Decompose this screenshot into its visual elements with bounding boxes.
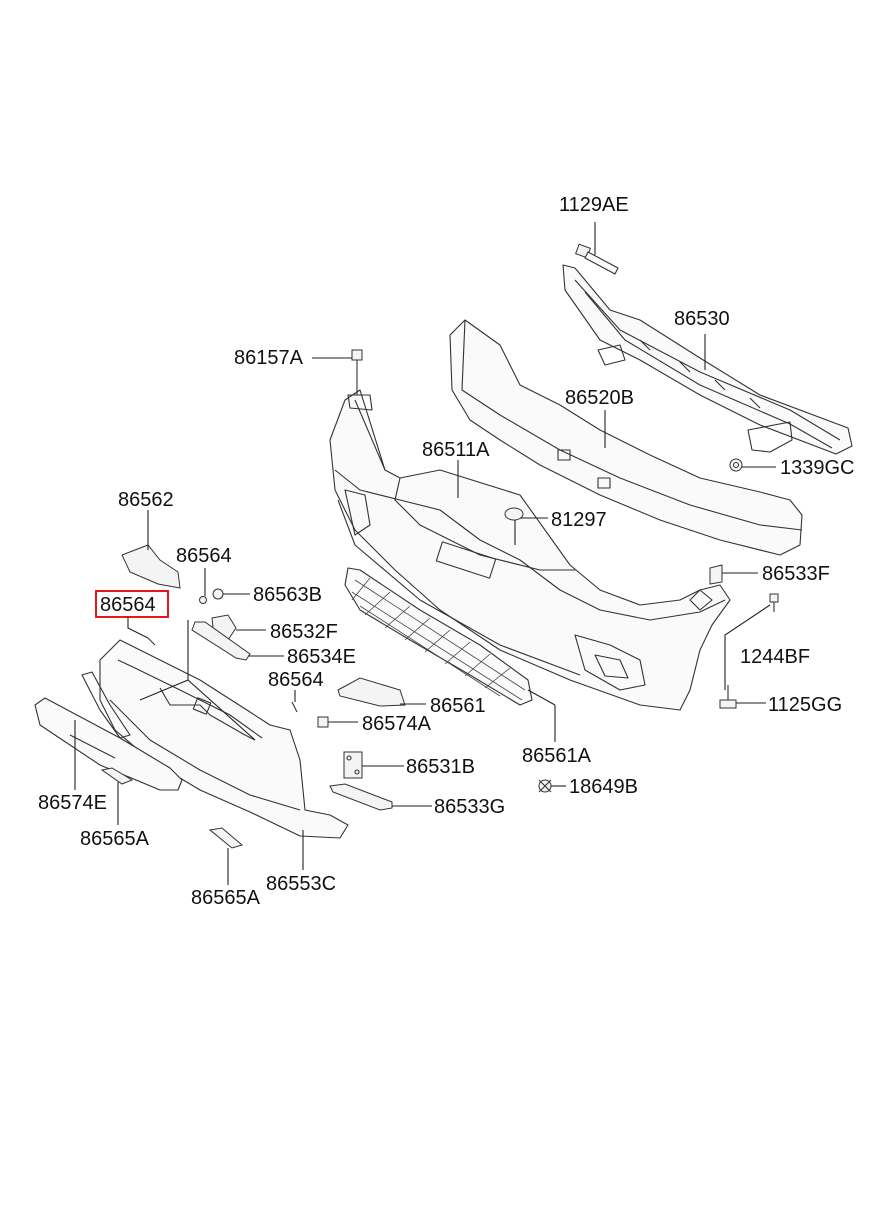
label-86561A[interactable]: 86561A <box>522 745 592 767</box>
energy-absorber-86520B[interactable] <box>449 319 803 556</box>
bracket-86533G[interactable] <box>329 783 393 811</box>
label-86574A[interactable]: 86574A <box>362 713 432 735</box>
label-86564-mid[interactable]: 86564 <box>268 669 324 691</box>
trim-strip[interactable] <box>81 671 131 739</box>
bracket-86562[interactable] <box>121 544 181 589</box>
label-86561[interactable]: 86561 <box>430 695 486 717</box>
label-86564-highlighted[interactable]: 86564 <box>100 594 156 616</box>
bracket-86561[interactable] <box>337 677 406 707</box>
label-81297[interactable]: 81297 <box>551 509 607 531</box>
highlight-box <box>95 590 169 618</box>
label-1339GC[interactable]: 1339GC <box>780 457 855 479</box>
label-86565A-bottom[interactable]: 86565A <box>191 887 261 909</box>
label-86562[interactable]: 86562 <box>118 489 174 511</box>
label-18649B[interactable]: 18649B <box>569 776 638 798</box>
bracket-86533F[interactable] <box>709 564 723 585</box>
cap-86563B[interactable] <box>212 588 224 600</box>
label-86565A-left[interactable]: 86565A <box>80 828 150 850</box>
label-1244BF[interactable]: 1244BF <box>740 646 810 668</box>
emblem-86565A-left[interactable] <box>100 767 134 785</box>
bumper-cover-86511A[interactable] <box>329 389 731 711</box>
label-86511A[interactable]: 86511A <box>422 439 490 461</box>
screw-1125GG[interactable] <box>719 685 737 709</box>
label-86531B[interactable]: 86531B <box>406 756 475 778</box>
label-86553C[interactable]: 86553C <box>266 873 336 895</box>
label-1129AE[interactable]: 1129AE <box>559 194 629 216</box>
bolt-1129AE[interactable] <box>575 243 619 275</box>
label-86574E[interactable]: 86574E <box>38 792 107 814</box>
nut-86574A[interactable] <box>317 716 329 728</box>
part-labels: 1129AE 86530 86157A 86520B 86511A 1339GC… <box>38 194 855 909</box>
label-86520B[interactable]: 86520B <box>565 387 634 409</box>
label-86530[interactable]: 86530 <box>674 308 730 330</box>
clip-18649B[interactable] <box>538 779 552 793</box>
label-86564-top[interactable]: 86564 <box>176 545 232 567</box>
pin-86564-left[interactable] <box>147 637 156 646</box>
reinforcement-beam-86530[interactable] <box>562 264 853 455</box>
label-86533F[interactable]: 86533F <box>762 563 830 585</box>
clip-86157A[interactable] <box>347 349 373 411</box>
grille-frame-86553C[interactable] <box>99 639 349 839</box>
label-1125GG[interactable]: 1125GG <box>768 694 842 716</box>
label-86563B[interactable]: 86563B <box>253 584 322 606</box>
label-86533G[interactable]: 86533G <box>434 796 505 818</box>
lower-grille-86561A[interactable] <box>344 567 533 706</box>
garnish-86574E[interactable] <box>34 697 183 791</box>
bolt-1244BF[interactable] <box>769 593 779 612</box>
pin-86564-mid[interactable] <box>291 701 298 713</box>
label-86532F[interactable]: 86532F <box>270 621 338 643</box>
cap-81297[interactable] <box>504 507 524 521</box>
label-86157A[interactable]: 86157A <box>234 347 304 369</box>
strip-86534E[interactable] <box>191 621 251 661</box>
pin-86564-upper[interactable] <box>199 596 207 604</box>
nut-1339GC[interactable] <box>729 458 743 472</box>
emblem-86565A-bottom[interactable] <box>208 827 244 849</box>
label-86534E[interactable]: 86534E <box>287 646 356 668</box>
leader-lines <box>74 222 776 885</box>
bracket-86531B[interactable] <box>343 751 363 779</box>
